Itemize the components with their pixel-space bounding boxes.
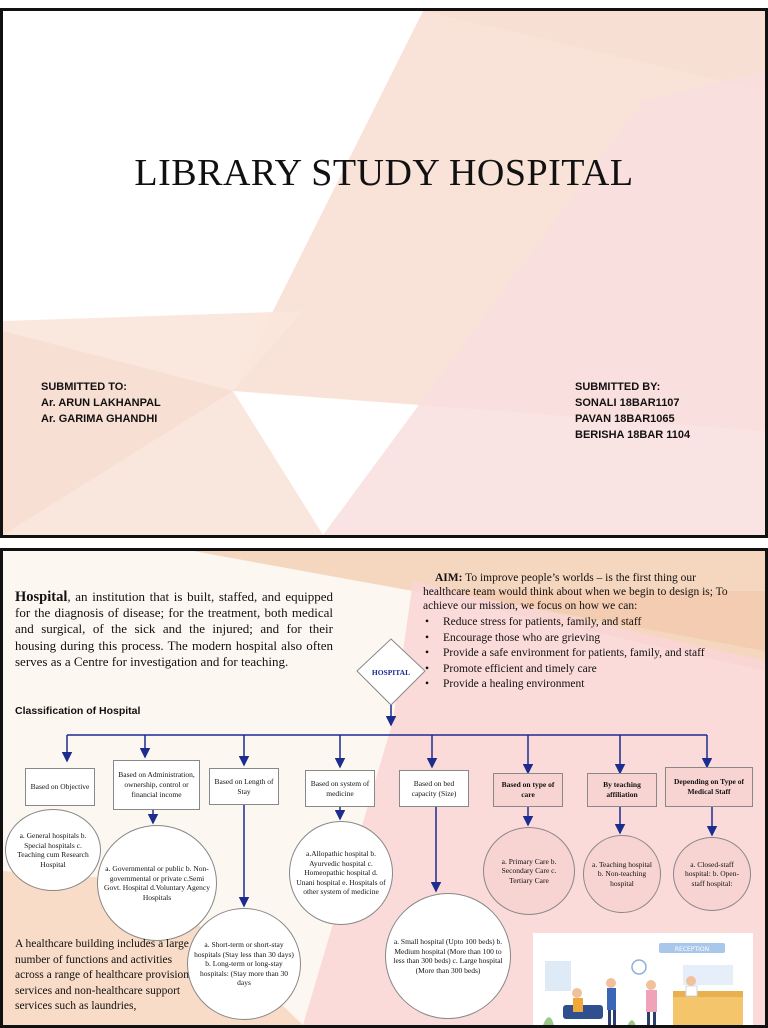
aim-point: Reduce stress for patients, family, and … — [423, 615, 741, 629]
slide-title: LIBRARY STUDY HOSPITAL — [134, 152, 634, 194]
definition-term: Hospital — [15, 589, 68, 605]
hospital-definition: Hospital, an institution that is built, … — [15, 589, 333, 670]
content-slide: Hospital, an institution that is built, … — [0, 548, 768, 1028]
category-bed-capacity: Based on bed capacity (Size) — [399, 770, 469, 807]
category-length-of-stay: Based on Length of Stay — [209, 768, 279, 805]
details-length-of-stay: a. Short-term or short-stay hospitals (S… — [187, 908, 301, 1020]
reception-illustration: RECEPTION — [533, 933, 753, 1025]
details-type-of-care: a. Primary Care b. Secondary Care c. Ter… — [483, 827, 575, 915]
category-objective: Based on Objective — [25, 768, 95, 806]
details-objective: a. General hospitals b. Special hospital… — [5, 809, 101, 891]
category-administration: Based on Administration, ownership, cont… — [113, 760, 200, 810]
details-teaching-affiliation: a. Teaching hospital b. Non-teaching hos… — [583, 835, 661, 913]
aim-section: AIM: To improve people’s worlds – is the… — [423, 571, 741, 693]
reception-sign: RECEPTION — [675, 946, 709, 953]
aim-point: Provide a safe environment for patients,… — [423, 646, 741, 660]
submitted-by-name: BERISHA 18BAR 1104 — [575, 429, 691, 441]
category-medical-staff: Depending on Type of Medical Staff — [665, 767, 753, 807]
aim-point: Promote efficient and timely care — [423, 662, 741, 676]
category-type-of-care: Based on type of care — [493, 773, 563, 807]
submitted-by-heading: SUBMITTED BY: — [575, 381, 661, 393]
aim-label: AIM: — [435, 572, 463, 584]
aim-point: Provide a healing environment — [423, 677, 741, 691]
submitted-to-heading: SUBMITTED TO: — [41, 381, 127, 393]
submitted-by-block: SUBMITTED BY: SONALI 18BAR1107 PAVAN 18B… — [575, 379, 690, 443]
title-slide: LIBRARY STUDY HOSPITAL SUBMITTED TO: Ar.… — [0, 8, 768, 538]
hospital-root-node: HOSPITAL — [371, 668, 411, 677]
classification-title: Classification of Hospital — [15, 705, 141, 717]
category-teaching-affiliation: By teaching affiliation — [587, 773, 657, 807]
details-medical-staff: a. Closed-staff hospital: b. Open-staff … — [673, 837, 751, 911]
background-shapes — [3, 11, 765, 535]
submitted-to-name: Ar. GARIMA GHANDHI — [41, 413, 158, 425]
submitted-by-name: SONALI 18BAR1107 — [575, 397, 680, 409]
aim-text: To improve people’s worlds – is the firs… — [423, 572, 728, 612]
category-system-of-medicine: Based on system of medicine — [305, 770, 375, 807]
definition-text: , an institution that is built, staffed,… — [15, 589, 333, 669]
aim-point: Encourage those who are grieving — [423, 631, 741, 645]
healthcare-building-text: A healthcare building includes a large n… — [15, 938, 190, 1012]
submitted-to-name: Ar. ARUN LAKHANPAL — [41, 397, 161, 409]
details-administration: a. Governmental or public b. Non-governm… — [97, 825, 217, 941]
classification-connectors — [61, 638, 718, 908]
submitted-to-block: SUBMITTED TO: Ar. ARUN LAKHANPAL Ar. GAR… — [41, 379, 161, 427]
details-system-of-medicine: a.Allopathic hospital b. Ayurvedic hospi… — [289, 821, 393, 925]
submitted-by-name: PAVAN 18BAR1065 — [575, 413, 675, 425]
aim-list: Reduce stress for patients, family, and … — [423, 615, 741, 691]
details-bed-capacity: a. Small hospital (Upto 100 beds) b. Med… — [385, 893, 511, 1019]
